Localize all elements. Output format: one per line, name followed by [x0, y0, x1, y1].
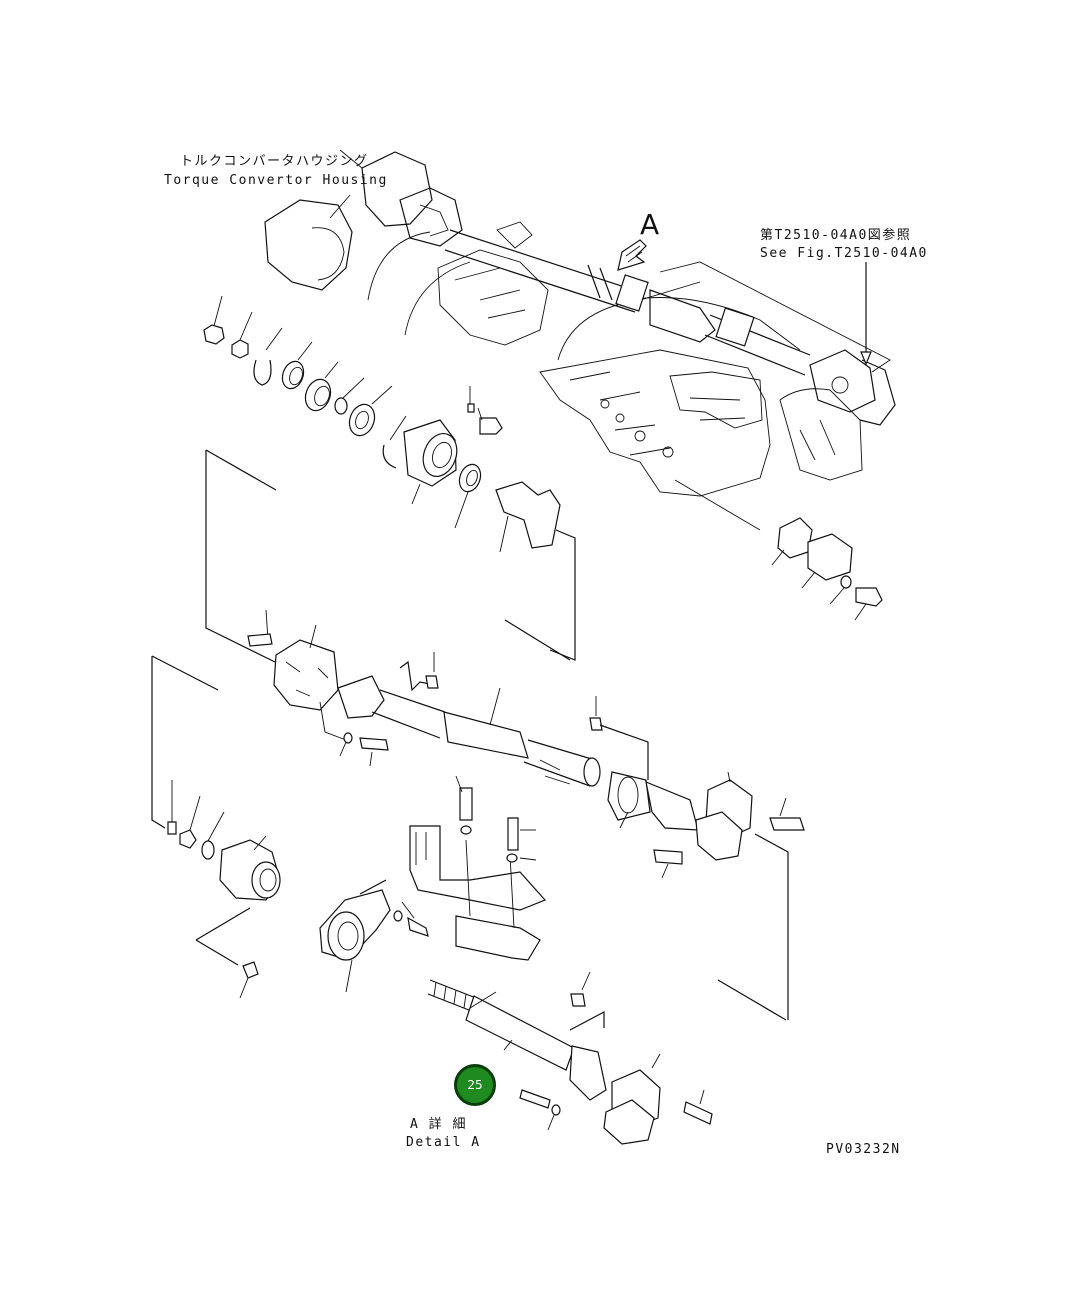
main-drive-shaft	[247, 609, 601, 787]
drawing-number: PV03232N	[826, 1142, 901, 1157]
slip-yoke	[589, 696, 805, 1021]
detail-a-label-jp: A 詳 細	[410, 1117, 467, 1132]
detail-a-label-en: Detail A	[406, 1135, 481, 1150]
part-callout-25[interactable]: 25	[454, 1064, 496, 1106]
frame-outline	[367, 221, 891, 531]
leader-frame-left	[151, 449, 277, 829]
reference-label-en: See Fig.T2510-04A0	[760, 246, 928, 261]
view-a-letter: A	[640, 208, 660, 241]
housing-label-jp: トルクコンバータハウジング	[180, 154, 369, 169]
housing-label-en: Torque Convertor Housing	[164, 173, 388, 188]
torque-convertor-housing	[264, 149, 433, 291]
center-bearing-bracket	[319, 775, 547, 993]
left-yoke-parts	[167, 780, 281, 999]
upper-drive-shaft	[399, 187, 896, 426]
reference-label-jp: 第T2510-04A0図参照	[760, 228, 912, 243]
arrow-view-a	[617, 239, 647, 271]
ref-leader	[860, 262, 872, 366]
bracket-parts	[771, 517, 883, 621]
exploded-bearing-row	[203, 295, 576, 661]
detail-a-shaft	[427, 971, 713, 1145]
